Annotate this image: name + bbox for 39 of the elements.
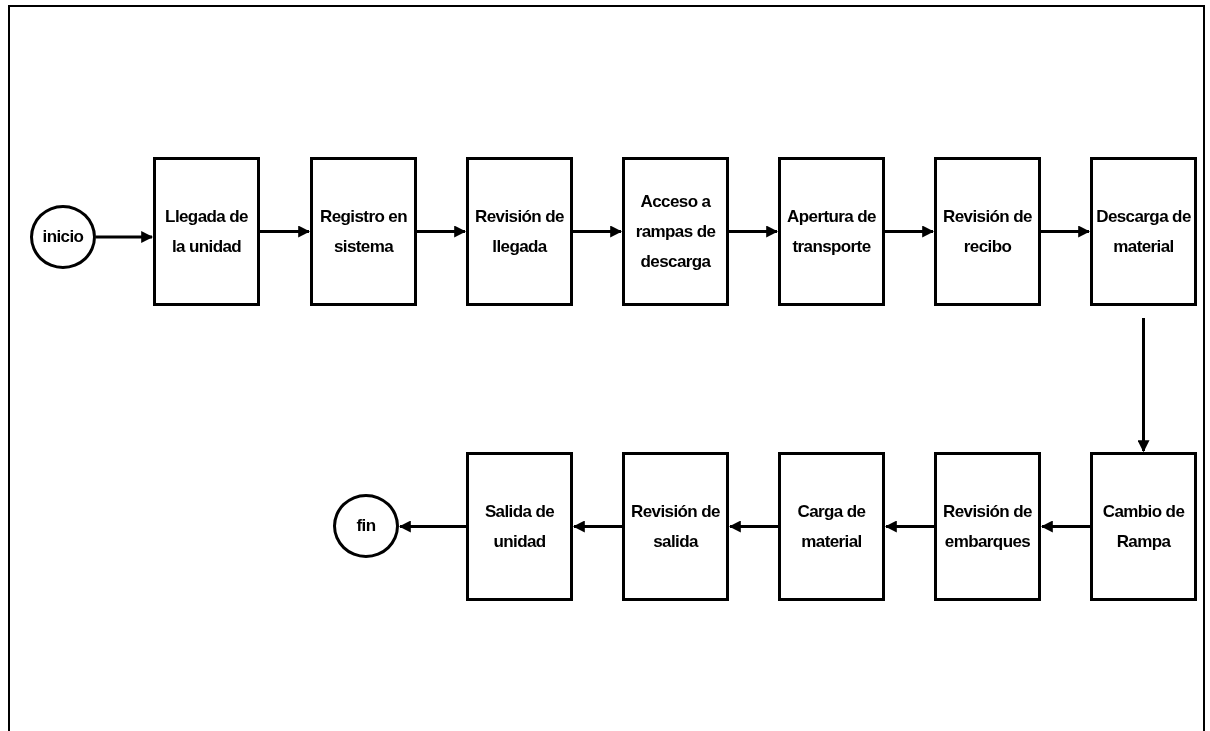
node-label: Cambio de Rampa	[1101, 500, 1186, 553]
node-label: fin	[356, 515, 376, 537]
node-label: Salida de unidad	[483, 500, 556, 553]
arrow	[1137, 318, 1150, 453]
node-label: Revisión de recibo	[942, 205, 1033, 258]
arrow	[1040, 520, 1090, 533]
process-box	[1090, 157, 1197, 306]
process-box	[310, 157, 417, 306]
arrow	[728, 520, 778, 533]
node-label: Llegada de la unidad	[164, 205, 249, 258]
node-label: Revisión de embarques	[942, 500, 1033, 553]
node-label: Descarga de material	[1095, 205, 1192, 258]
arrow	[573, 225, 623, 238]
process-box	[1090, 452, 1197, 601]
process-box	[153, 157, 260, 306]
arrow	[884, 520, 934, 533]
arrow	[260, 225, 311, 238]
process-box	[778, 452, 885, 601]
arrow	[417, 225, 467, 238]
arrow	[398, 520, 466, 533]
process-box	[622, 157, 729, 306]
arrow	[1041, 225, 1091, 238]
arrow	[729, 225, 779, 238]
process-box	[778, 157, 885, 306]
node-label: Registro en sistema	[319, 205, 408, 258]
process-box	[934, 157, 1041, 306]
node-label: Revisión de salida	[630, 500, 721, 553]
node-label: inicio	[42, 226, 84, 248]
node-label: Revisión de llegada	[474, 205, 565, 258]
process-box	[466, 452, 573, 601]
arrow	[572, 520, 622, 533]
node-label: Acceso a rampas de descarga	[634, 190, 717, 273]
process-box	[934, 452, 1041, 601]
process-box	[466, 157, 573, 306]
process-box	[622, 452, 729, 601]
node-label: Carga de material	[796, 500, 867, 553]
arrow	[96, 231, 154, 243]
node-label: Apertura de transporte	[786, 205, 877, 258]
arrow	[885, 225, 935, 238]
